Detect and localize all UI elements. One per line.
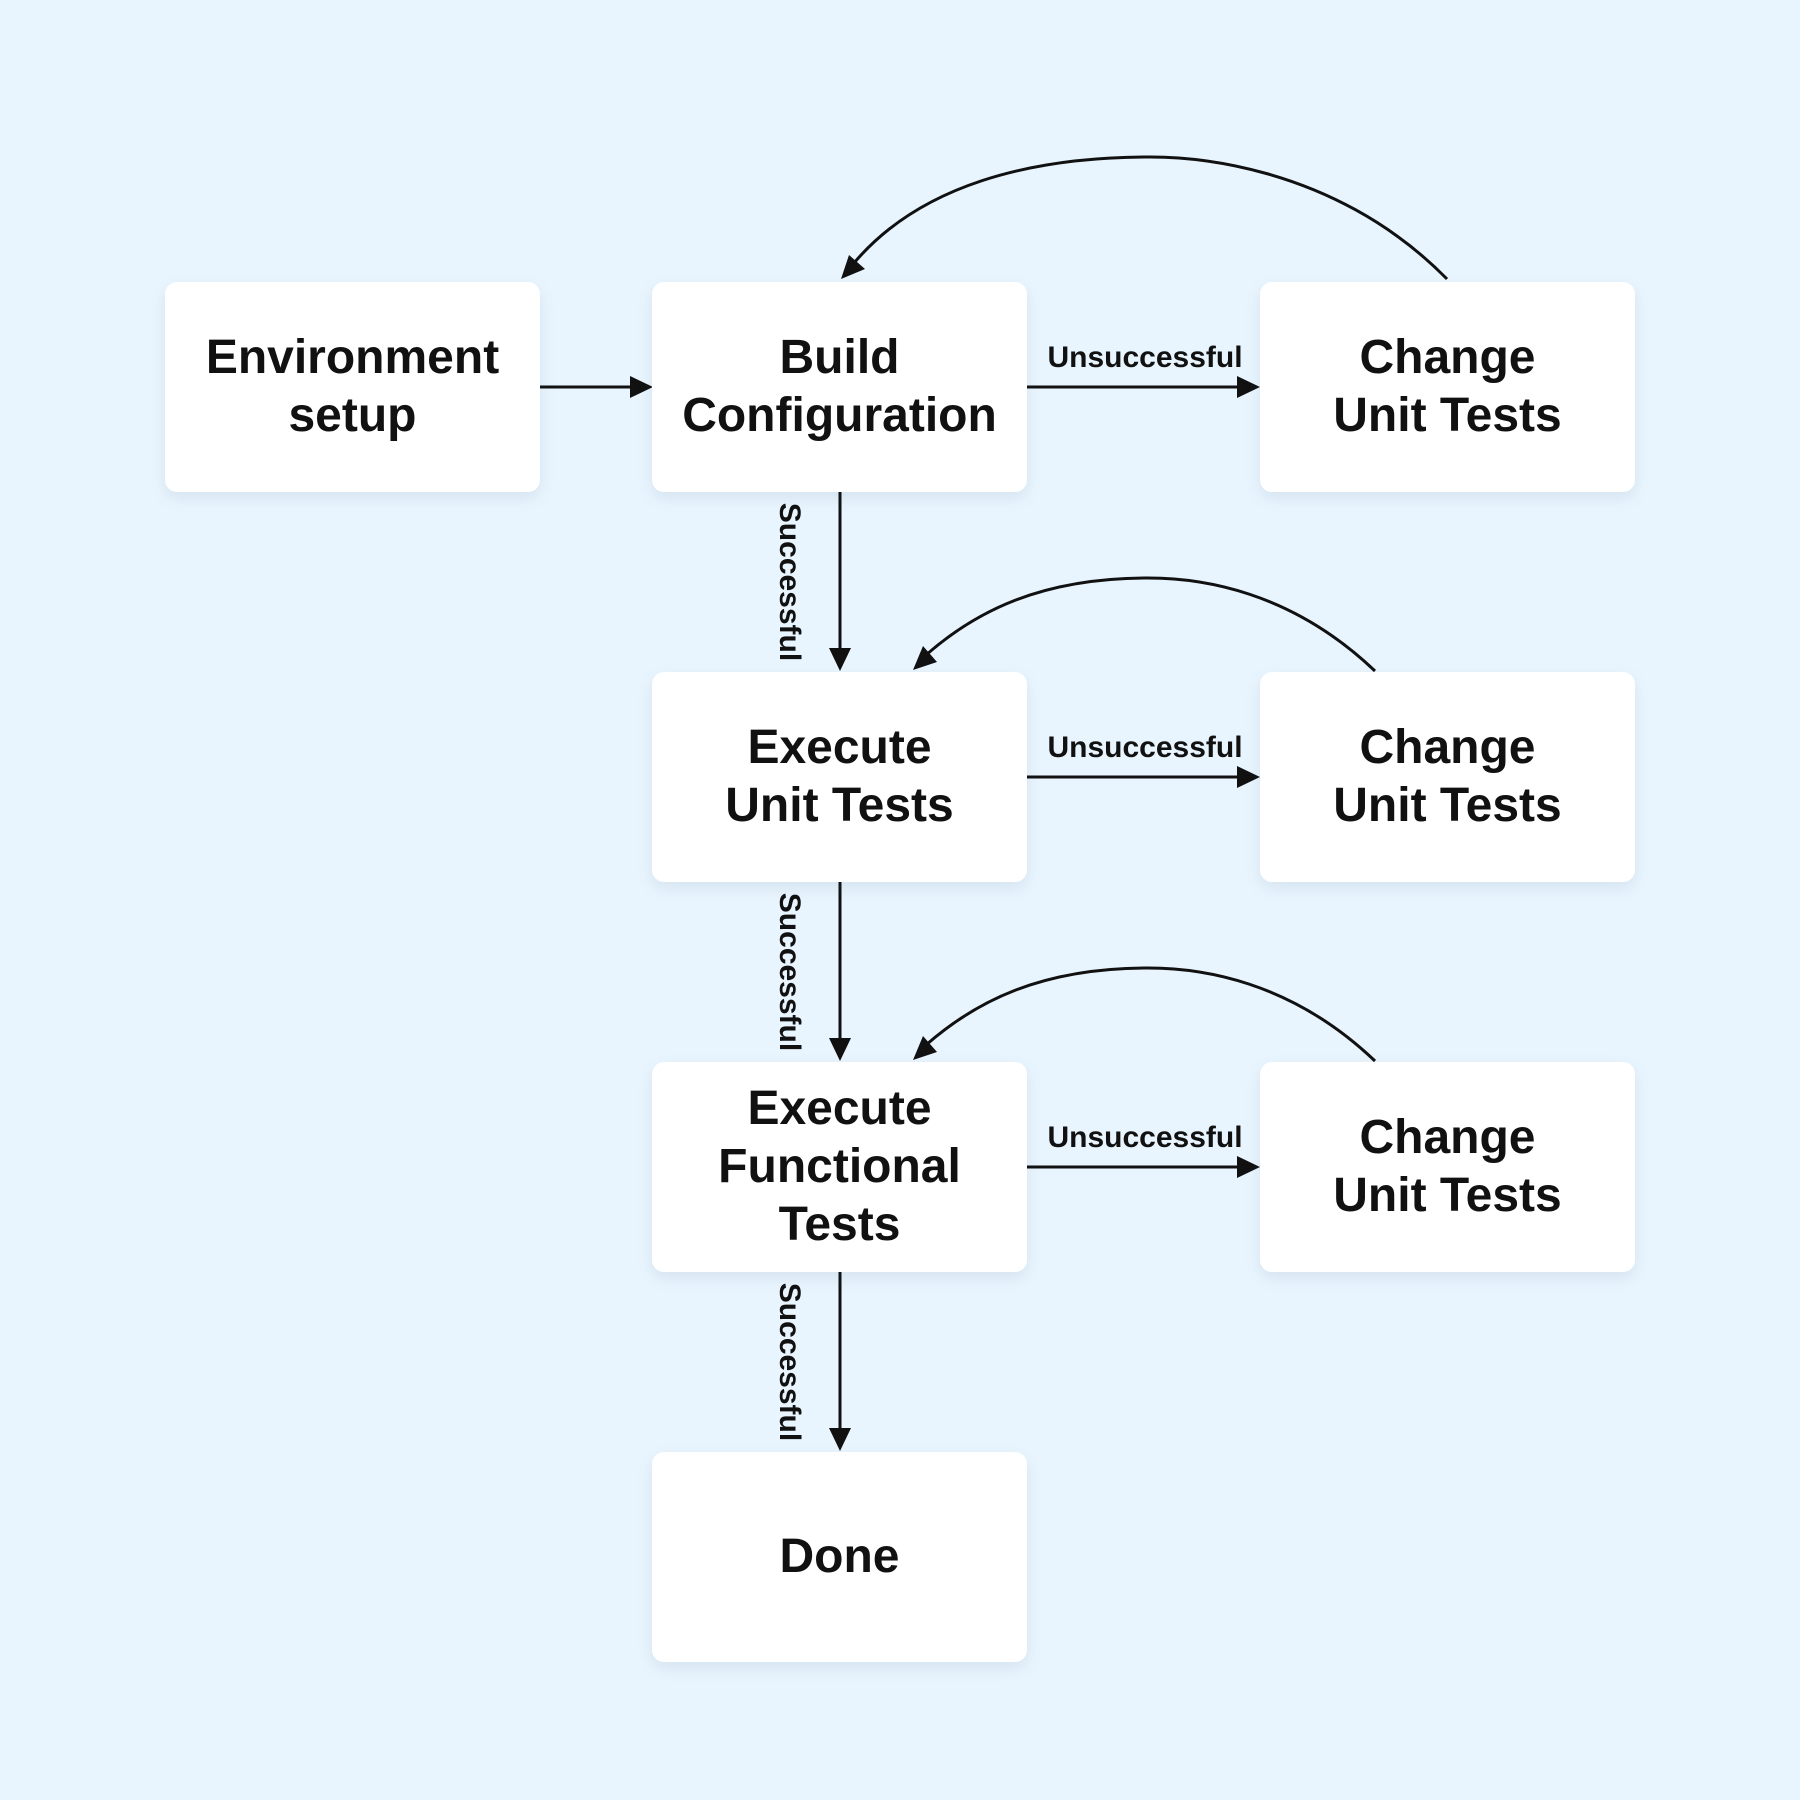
arrowhead-exec-unit-to-exec-func	[829, 1038, 851, 1061]
node-label-build-configuration: Build Configuration	[682, 331, 997, 442]
arrowhead-exec-func-to-change-3	[1237, 1156, 1260, 1178]
node-build-configuration: Build Configuration	[652, 282, 1027, 492]
node-environment-setup: Environment setup	[165, 282, 540, 492]
feedback-arc-change-2-to-exec-unit	[925, 576, 1377, 673]
arrowhead-exec-func-to-done	[829, 1428, 851, 1451]
node-change-unit-tests-1: Change Unit Tests	[1260, 282, 1635, 492]
arrowhead-build-to-change-1	[1237, 376, 1260, 398]
edge-label-successful-2: Successful	[773, 893, 806, 1051]
arrowhead-build-to-exec-unit	[829, 648, 851, 671]
feedback-arrowhead-change-2-to-exec-unit	[913, 646, 937, 670]
node-change-unit-tests-2: Change Unit Tests	[1260, 672, 1635, 882]
node-label-environment-setup: Environment setup	[205, 331, 500, 442]
edge-label-successful-1: Successful	[773, 503, 806, 661]
node-label-change-unit-tests-1: Change Unit Tests	[1333, 331, 1562, 442]
node-done: Done	[652, 1452, 1027, 1662]
node-label-change-unit-tests-3: Change Unit Tests	[1333, 1111, 1562, 1222]
feedback-arrowhead-change-3-to-exec-func	[913, 1036, 937, 1060]
edge-label-successful-3: Successful	[773, 1283, 806, 1441]
feedback-arc-change-1-to-build	[852, 155, 1449, 281]
edge-label-unsuccessful-2: Unsuccessful	[1047, 731, 1242, 764]
node-label-done: Done	[779, 1530, 900, 1583]
node-label-change-unit-tests-2: Change Unit Tests	[1333, 721, 1562, 832]
arrowhead-env-to-build	[630, 376, 653, 398]
node-change-unit-tests-3: Change Unit Tests	[1260, 1062, 1635, 1272]
feedback-arrowhead-change-1-to-build	[841, 255, 865, 279]
edge-label-unsuccessful-1: Unsuccessful	[1047, 341, 1242, 374]
node-execute-functional-tests: Execute Functional Tests	[652, 1062, 1027, 1272]
arrowhead-exec-unit-to-change-2	[1237, 766, 1260, 788]
node-label-execute-unit-tests: Execute Unit Tests	[725, 721, 954, 832]
node-label-execute-functional-tests: Execute Functional Tests	[718, 1082, 961, 1251]
feedback-arc-change-3-to-exec-func	[925, 966, 1377, 1063]
edge-label-unsuccessful-3: Unsuccessful	[1047, 1121, 1242, 1154]
node-execute-unit-tests: Execute Unit Tests	[652, 672, 1027, 882]
